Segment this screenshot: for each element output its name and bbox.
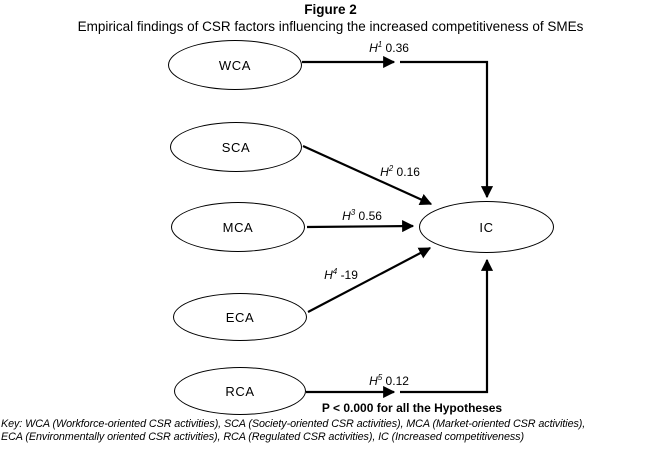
label-h5: H5 0.12 [369, 373, 409, 389]
node-wca-label: WCA [218, 57, 252, 73]
h1-symbol: H [369, 41, 378, 55]
h3-value: 0.56 [358, 209, 382, 223]
node-mca-label: MCA [222, 219, 254, 235]
h5-symbol: H [369, 374, 378, 388]
significance-note: P < 0.000 for all the Hypotheses [321, 401, 503, 415]
key-line-1: Key: WCA (Workforce-oriented CSR activit… [1, 418, 586, 430]
node-sca-label: SCA [221, 139, 251, 155]
node-mca: MCA [171, 202, 305, 252]
arrow-wca-ic-end [400, 60, 494, 199]
label-h3: H3 0.56 [342, 208, 382, 224]
h3-symbol: H [342, 209, 351, 223]
node-ic: IC [419, 201, 554, 253]
figure-title: Figure 2 [304, 2, 357, 17]
h4-symbol: H [324, 268, 333, 282]
h5-value: 0.12 [385, 374, 409, 388]
node-sca: SCA [170, 122, 302, 172]
node-rca-label: RCA [225, 383, 255, 399]
h5-sup: 5 [377, 373, 383, 382]
arrow-mca-ic [306, 220, 415, 233]
label-h4: H4 -19 [324, 267, 358, 283]
h1-sup: 1 [377, 40, 383, 49]
key-line-2: ECA (Environmentally oriented CSR activi… [1, 430, 524, 443]
h4-sup: 4 [332, 267, 338, 276]
arrow-rca-ic-end [400, 258, 494, 394]
label-h2: H2 0.16 [380, 164, 420, 180]
h3-sup: 3 [350, 208, 356, 217]
h1-value: 0.36 [385, 41, 409, 55]
arrow-eca-ic [307, 247, 432, 313]
h4-value: -19 [340, 268, 358, 282]
arrow-sca-ic [302, 144, 433, 206]
h2-symbol: H [380, 165, 389, 179]
label-h1: H1 0.36 [369, 40, 409, 56]
node-eca: ECA [173, 293, 307, 341]
node-ic-label: IC [479, 219, 494, 235]
node-eca-label: ECA [225, 309, 255, 325]
figure-key: Key: WCA (Workforce-oriented CSR activit… [1, 418, 660, 443]
figure-subtitle: Empirical findings of CSR factors influe… [77, 19, 584, 34]
node-wca: WCA [168, 40, 302, 90]
h2-value: 0.16 [396, 165, 420, 179]
node-rca: RCA [174, 367, 306, 415]
h2-sup: 2 [388, 164, 394, 173]
